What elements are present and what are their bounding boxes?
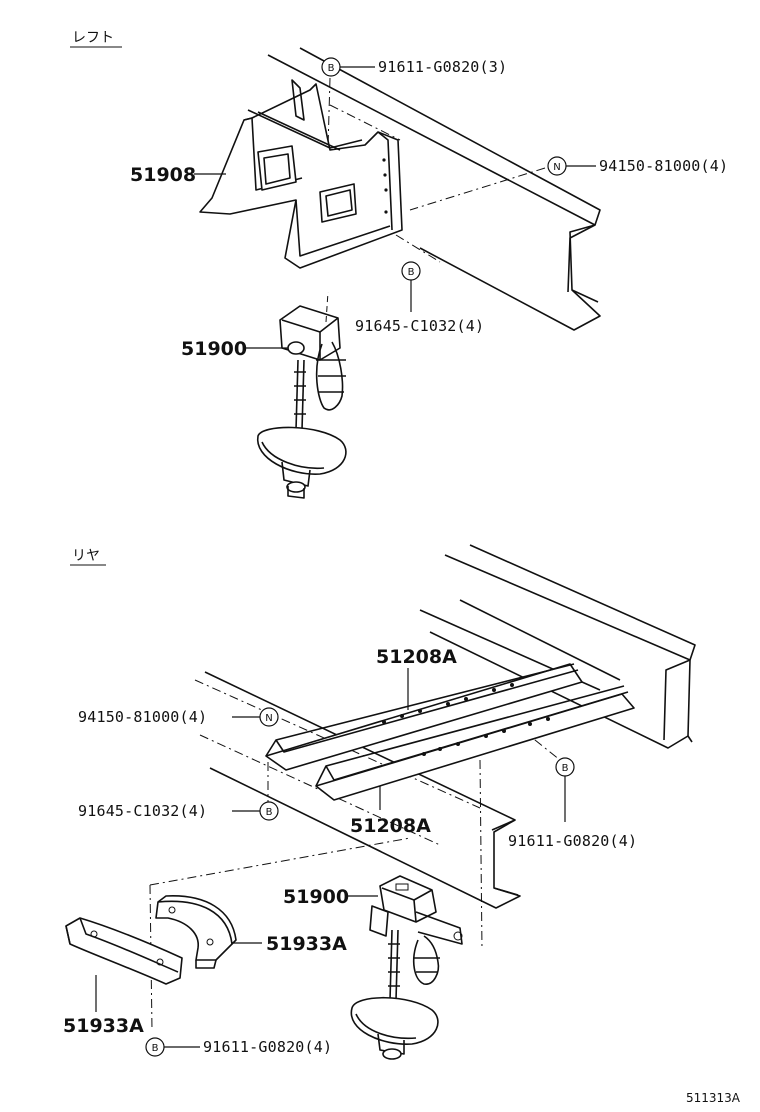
- part-number-guard-right: 51933A: [266, 933, 347, 955]
- guard-left: [65, 917, 183, 985]
- diagram-code: 511313A: [686, 1091, 741, 1105]
- part-number-bolt-top: 91611-G0820(3): [378, 58, 507, 76]
- bolt-badge-rear-right-code: B: [562, 763, 569, 774]
- bolt-badge-top-code: B: [328, 63, 335, 74]
- nut-badge-left-code: N: [553, 162, 560, 173]
- part-number-crossmember-top: 51208A: [376, 646, 457, 668]
- part-number-crossmember-bottom: 51208A: [350, 815, 431, 837]
- crossmember-upper: [265, 663, 583, 771]
- part-number-bracket: 51908: [130, 164, 196, 186]
- part-number-nut-rear: 94150-81000(4): [78, 708, 207, 726]
- bracket-51908: [199, 79, 403, 269]
- ref-line-rear-2: [199, 734, 441, 846]
- ref-line-bolt-top: [327, 77, 331, 149]
- ref-line-rail: [329, 104, 401, 141]
- section-label-left: レフト: [72, 30, 114, 46]
- guard-right: [155, 895, 237, 969]
- spare-tire-carrier-left: [257, 291, 347, 499]
- ref-line-rear-3: [149, 837, 411, 886]
- frame-rail-left: [267, 47, 601, 331]
- part-number-nut-left: 94150-81000(4): [599, 157, 728, 175]
- part-number-carrier-rear: 51900: [283, 886, 349, 908]
- part-number-bolt-mid: 91645-C1032(4): [355, 317, 484, 335]
- part-number-guard-left: 51933A: [63, 1015, 144, 1037]
- ref-line-nut: [409, 167, 546, 211]
- ref-line-rear-5: [479, 759, 483, 951]
- spare-tire-carrier-rear: [350, 875, 463, 1060]
- part-number-carrier-left: 51900: [181, 338, 247, 360]
- part-number-bolt-rear-right: 91611-G0820(4): [508, 832, 637, 850]
- nut-badge-rear: [259, 707, 279, 727]
- ref-line-bolt-mid: [395, 234, 441, 263]
- ref-line-rear-4: [149, 884, 153, 1031]
- bolt-badge-rear-bottom-code: B: [152, 1043, 159, 1054]
- crossmember-lower: [315, 685, 635, 801]
- part-number-bolt-rear-bottom: 91611-G0820(4): [203, 1038, 332, 1056]
- nut-badge-rear-code: N: [265, 713, 272, 724]
- part-number-bolt-rear-a: 91645-C1032(4): [78, 802, 207, 820]
- section-label-rear: リヤ: [72, 548, 100, 564]
- bolt-badge-mid-code: B: [408, 267, 415, 278]
- bolt-badge-rear-a-code: B: [266, 807, 273, 818]
- bolt-badge-rear-a: [259, 801, 279, 821]
